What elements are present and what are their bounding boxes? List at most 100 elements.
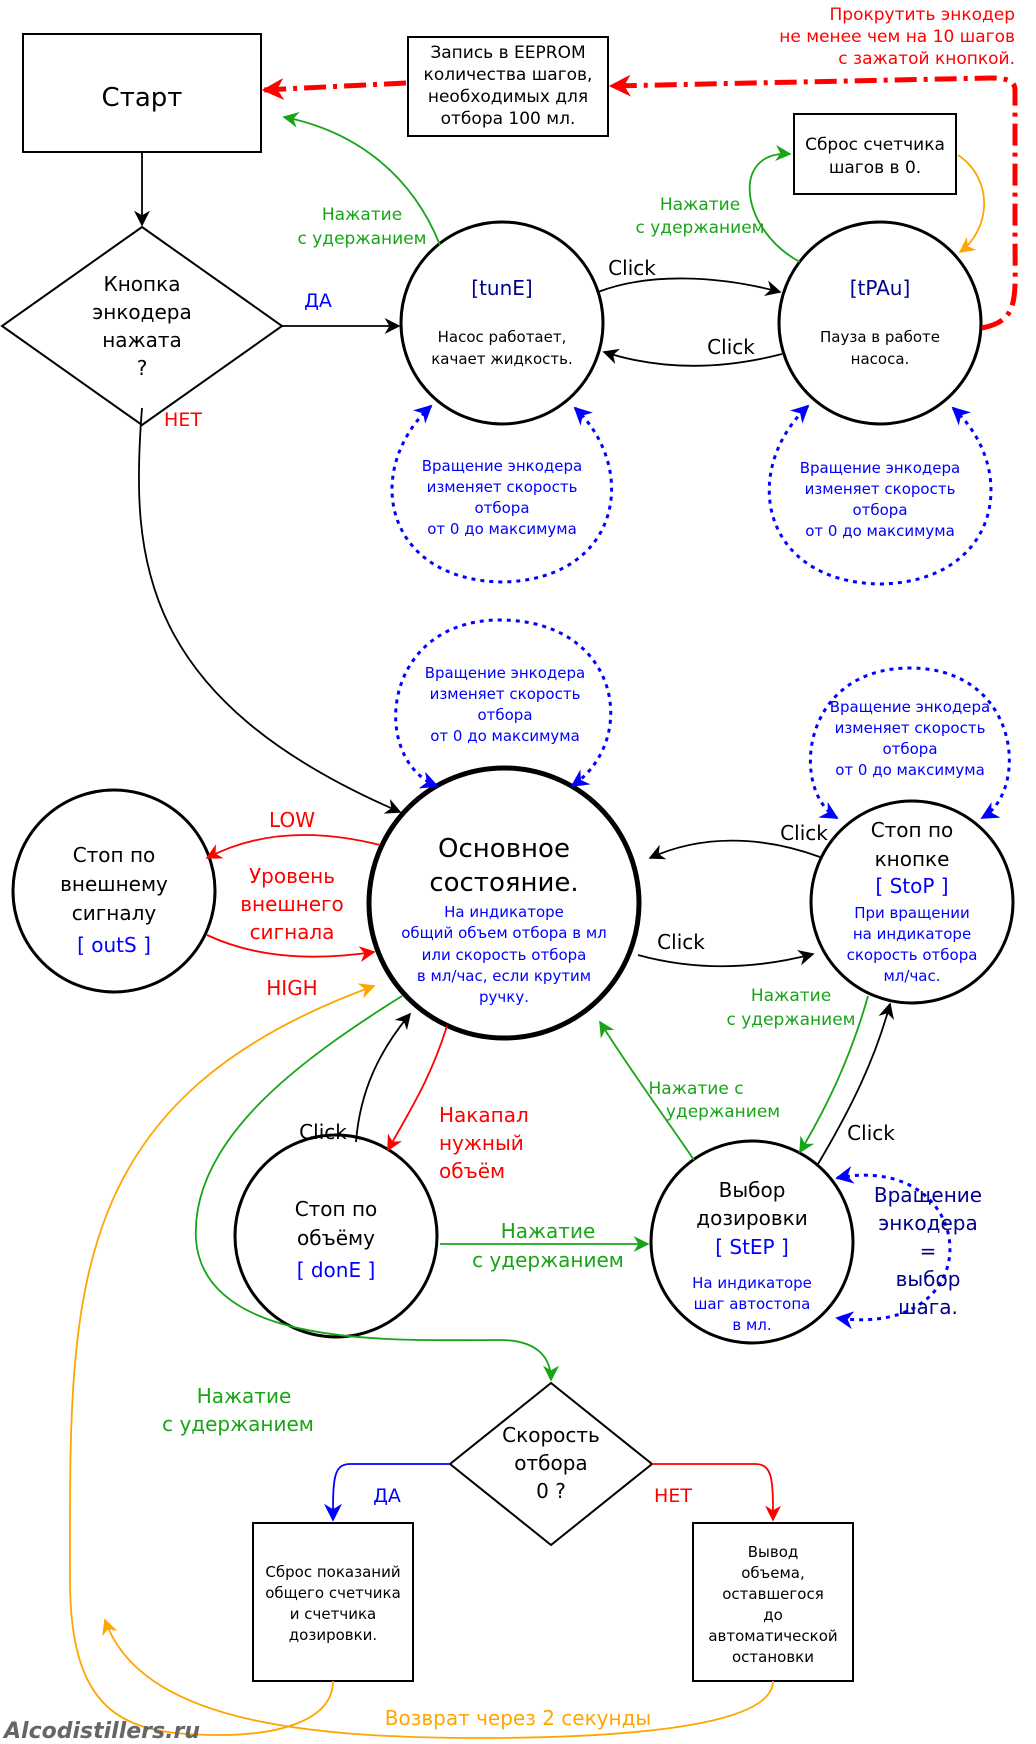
edge-step-hold-to-main [599, 1020, 695, 1161]
stop-rotation-line-1: Вращение энкодера [830, 698, 991, 716]
remaining-volume-node [692, 1522, 854, 1682]
eeprom-line-1: Запись в EEPROM [430, 43, 585, 63]
step-desc-line-3: в мл. [732, 1316, 771, 1334]
done-hold-line-1: Нажатие [501, 1219, 596, 1243]
step-desc-line-2: шаг автостопа [694, 1295, 811, 1313]
tune-line-2: качает жидкость. [431, 350, 573, 368]
main-rotation-loop [394, 618, 613, 789]
stop-click-label: Click [780, 821, 828, 845]
outs-line-3: сигналу [72, 901, 157, 925]
main-rotation-line-4: от 0 до максимума [430, 727, 580, 745]
stop-state-node [809, 799, 1015, 1005]
tpau-rotation-line-4: от 0 до максимума [805, 522, 955, 540]
main-rotation-line-3: отбора [477, 706, 532, 724]
reset-counters-line-2: общего счетчика [265, 1584, 401, 1602]
reset-steps-node [793, 113, 957, 195]
edge-stop-hold-to-step [799, 995, 869, 1154]
tpau-state-node [777, 220, 983, 426]
ext-signal-line-1: Уровень [249, 864, 335, 888]
speed-yes-label: ДА [373, 1485, 401, 1507]
remaining-line-3: оставшегося [722, 1585, 823, 1603]
decision-yes-label: ДА [304, 290, 332, 312]
step-line-1: Выбор [719, 1178, 786, 1202]
rotate-note-line-1: Прокрутить энкодер [830, 5, 1016, 25]
main-hold-line-2: с удержанием [162, 1412, 314, 1436]
stop-desc-line-1: При вращении [854, 904, 970, 922]
reset-counters-node [252, 1522, 414, 1682]
start-node [22, 33, 262, 153]
main-desc-line-1: На индикаторе [444, 903, 564, 921]
stop-desc-line-2: на индикаторе [853, 925, 971, 943]
remaining-line-2: объема, [741, 1564, 805, 1582]
accum-line-1: Накапал [439, 1103, 529, 1127]
tune-rotation-line-4: от 0 до максимума [427, 520, 577, 538]
eeprom-line-4: отбора 100 мл. [441, 109, 576, 129]
step-rotation-line-5: шага. [898, 1295, 958, 1319]
step-hold-line-1: Нажатие с [648, 1079, 743, 1099]
main-hold-line-1: Нажатие [197, 1384, 292, 1408]
stop-line-1: Стоп по [871, 818, 954, 842]
edge-speed-yes-to-reset [324, 1463, 450, 1522]
stop-rotation-loop [808, 666, 1011, 820]
main-title-line-2: состояние. [429, 868, 578, 898]
encoder-decision-line-3: нажата [102, 328, 182, 352]
eeprom-line-2: количества шагов, [424, 65, 593, 85]
tune-hold-line-1: Нажатие [322, 205, 402, 225]
tpau-code: [tPAu] [850, 276, 911, 300]
edge-decision-no-to-main [137, 407, 402, 814]
remaining-line-1: Вывод [748, 1543, 799, 1561]
ext-signal-line-3: сигнала [250, 920, 335, 944]
main-rotation-line-1: Вращение энкодера [425, 664, 586, 682]
tpau-hold-line-2: с удержанием [636, 218, 765, 238]
edge-done-click-to-main [355, 1012, 412, 1143]
reset-steps-line-1: Сброс счетчика [805, 135, 945, 155]
tpau-hold-line-1: Нажатие [660, 195, 740, 215]
speed-no-label: НЕТ [654, 1485, 692, 1507]
main-title-line-1: Основное [438, 834, 570, 864]
reset-steps-line-2: шагов в 0. [829, 158, 921, 178]
edge-speed-no-to-remaining [652, 1463, 781, 1522]
tune-line-1: Насос работает, [438, 328, 567, 346]
main-desc-line-4: в мл/час, если крутим [417, 967, 591, 985]
return-label: Возврат через 2 секунды [385, 1706, 651, 1730]
tune-rotation-loop [390, 404, 614, 584]
main-desc-line-5: ручку. [479, 988, 529, 1006]
edge-tune-hold-to-start [282, 111, 441, 246]
tpau-line-2: насоса. [851, 350, 910, 368]
outs-code: [ outS ] [77, 933, 151, 957]
encoder-decision-line-2: энкодера [92, 300, 191, 324]
edge-stop-click-to-main [648, 839, 821, 860]
start-label: Старт [102, 83, 183, 113]
stop-desc-line-4: мл/час. [883, 967, 940, 985]
step-rotation-line-3: = [920, 1239, 937, 1263]
accum-line-2: нужный [439, 1131, 524, 1155]
reset-counters-line-4: дозировки. [289, 1626, 377, 1644]
done-click-label: Click [299, 1120, 347, 1144]
edge-return-to-main [69, 983, 376, 1736]
step-rotation-line-1: Вращение [874, 1183, 982, 1207]
main-click-label: Click [657, 930, 705, 954]
step-click-label: Click [847, 1121, 895, 1145]
tune-state-node [399, 220, 605, 426]
main-desc-line-2: общий объем отбора в мл [401, 924, 607, 942]
step-line-2: дозировки [696, 1206, 808, 1230]
stop-rotation-line-2: изменяет скорость [835, 719, 986, 737]
tpau-rotation-line-2: изменяет скорость [805, 480, 956, 498]
edge-tpau-click-to-tune [602, 348, 783, 367]
main-desc-line-3: или скорость отбора [422, 946, 587, 964]
step-rotation-line-2: энкодера [878, 1211, 977, 1235]
rotate-note-line-2: не менее чем на 10 шагов [779, 27, 1015, 47]
main-state-node [366, 765, 642, 1041]
speed-decision-node [448, 1381, 654, 1547]
tune-hold-line-2: с удержанием [298, 229, 427, 249]
outs-line-1: Стоп по [73, 843, 156, 867]
speed-decision-line-1: Скорость [502, 1423, 600, 1447]
edge-main-hold-to-speed-decision [195, 995, 559, 1382]
tpau-click-label: Click [707, 335, 755, 359]
encoder-decision-line-1: Кнопка [104, 272, 181, 296]
tune-rotation-line-2: изменяет скорость [427, 478, 578, 496]
eeprom-node [407, 36, 609, 137]
edge-step-click-to-stop [817, 1002, 894, 1165]
edge-tpau-hold-to-reset [748, 145, 801, 263]
